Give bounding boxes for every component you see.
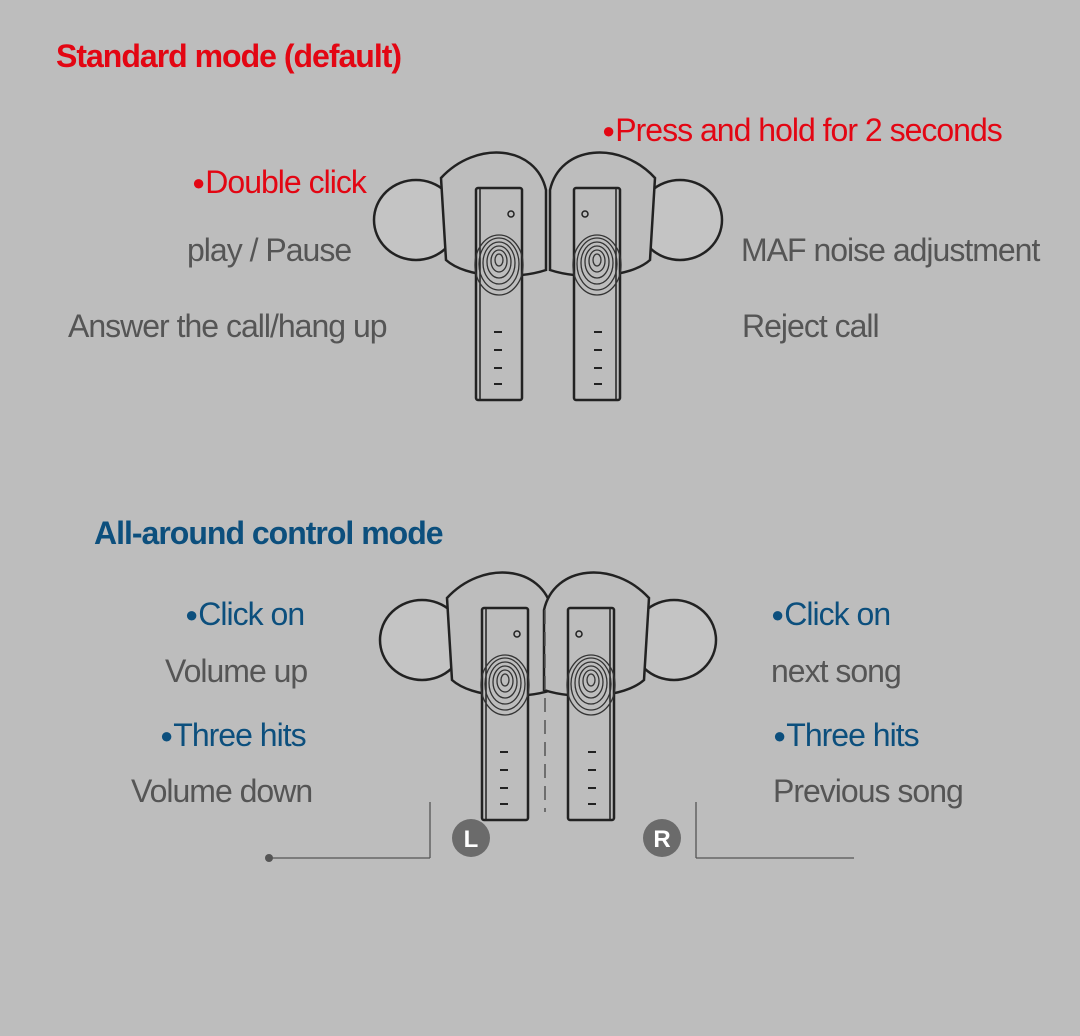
allaround-right-action-1: next song [771,653,902,689]
standard-right-action-1: MAF noise adjustment [741,232,1040,268]
allaround-left-gesture-1-label: Click on [198,596,305,632]
left-badge [452,819,490,857]
allaround-right-gesture-2-label: Three hits [786,717,919,753]
right-callout-line [695,802,854,859]
right-badge [643,819,681,857]
allaround-left-action-2: Volume down [131,773,313,809]
allaround-right-gesture-1-label: Click on [784,596,891,632]
left-badge-label: L [464,826,479,853]
standard-left-gesture: Double click [192,164,367,201]
allaround-right-gesture-1: Click on [771,596,891,633]
allaround-left-gesture-2-label: Three hits [173,717,306,753]
allaround-right-gesture-2: Three hits [773,717,919,754]
allaround-left-gesture-1: Click on [185,596,305,633]
earbud-left-icon [380,573,552,820]
allaround-left-action-1: Volume up [165,653,308,689]
allaround-mode-title: All-around control mode [94,515,444,551]
standard-right-gesture-label: Press and hold for 2 seconds [615,112,1002,148]
earbud-right-icon [550,153,722,400]
right-badge-label: R [653,826,670,853]
standard-left-gesture-label: Double click [205,164,367,200]
allaround-right-action-2: Previous song [773,773,964,809]
standard-right-gesture: Press and hold for 2 seconds [602,112,1002,149]
allaround-left-gesture-2: Three hits [160,717,306,754]
standard-left-action-2: Answer the call/hang up [68,308,388,344]
standard-right-action-2: Reject call [742,308,880,344]
standard-left-action-1: play / Pause [187,232,352,268]
standard-mode-title: Standard mode (default) [56,38,402,74]
earbud-right-icon [544,573,716,820]
left-callout-line [265,802,431,862]
earbud-left-icon [374,153,546,400]
